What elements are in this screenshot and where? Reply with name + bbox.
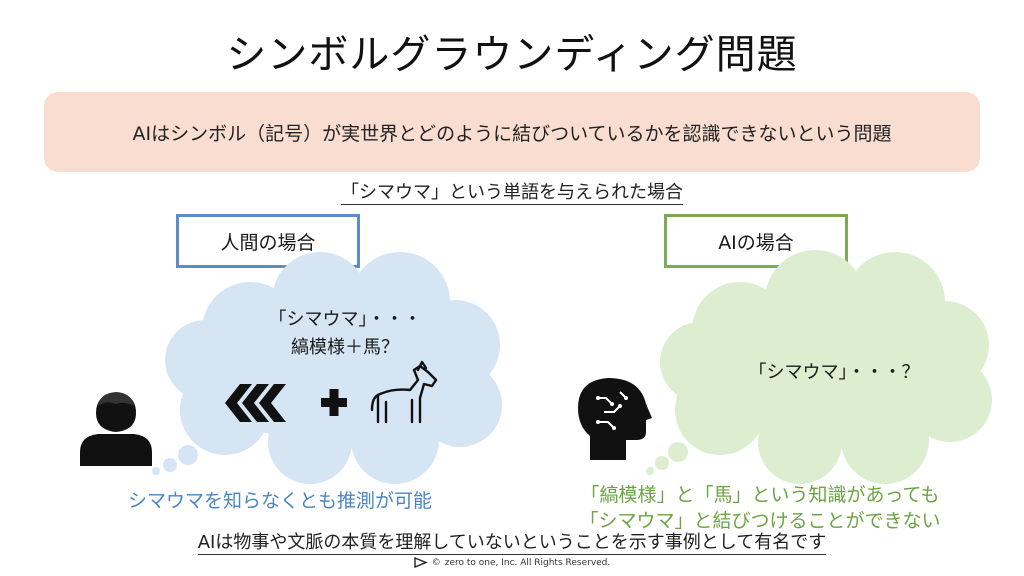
ai-thought-cloud (646, 250, 992, 484)
chevron-stripes-icon (225, 384, 286, 422)
copyright-symbol: © (431, 557, 441, 568)
conclusion: AIは物事や文脈の本質を理解していないということを示す事例として有名です (0, 528, 1024, 555)
human-result: シマウマを知らなくとも推測が可能 (127, 490, 432, 512)
conclusion-text: AIは物事や文脈の本質を理解していないということを示す事例として有名です (197, 532, 827, 555)
plus-icon (321, 389, 347, 416)
ai-result: 「縞模様」と「馬」という知識があっても 「シマウマ」と結びつけることができない (540, 482, 980, 534)
horse-icon (370, 360, 438, 424)
definition-text: AIはシンボル（記号）が実世界とどのように結びついているかを認識できないという問… (132, 122, 892, 145)
logo-play-icon (414, 557, 428, 568)
human-thought-cloud (152, 252, 502, 484)
ai-result-line1: 「縞模様」と「馬」という知識があっても (580, 484, 940, 506)
human-case-label: 人間の場合 (220, 231, 316, 254)
page-title: シンボルグラウンディング問題 (226, 32, 798, 78)
ai-result-line2: 「シマウマ」と結びつけることができない (579, 510, 941, 532)
ai-head-icon (578, 378, 652, 460)
footer: © zero to one, Inc. All Rights Reserved. (0, 557, 1024, 568)
ai-case-label: AIの場合 (718, 231, 794, 254)
human-thought-line1: 「シマウマ」・・・ (268, 309, 422, 330)
scenario-caption: 「シマウマ」という単語を与えられた場合 (0, 178, 1024, 205)
copyright-text: zero to one, Inc. All Rights Reserved. (444, 557, 611, 568)
scenario-text: 「シマウマ」という単語を与えられた場合 (341, 182, 683, 205)
human-thought-text: 「シマウマ」・・・ 縞模様＋馬？ (220, 306, 470, 362)
person-icon (80, 392, 152, 466)
human-thought-line2: 縞模様＋馬？ (291, 337, 399, 358)
definition-banner: AIはシンボル（記号）が実世界とどのように結びついているかを認識できないという問… (44, 92, 980, 172)
ai-thought-text: 「シマウマ」・・・？ (748, 362, 920, 383)
